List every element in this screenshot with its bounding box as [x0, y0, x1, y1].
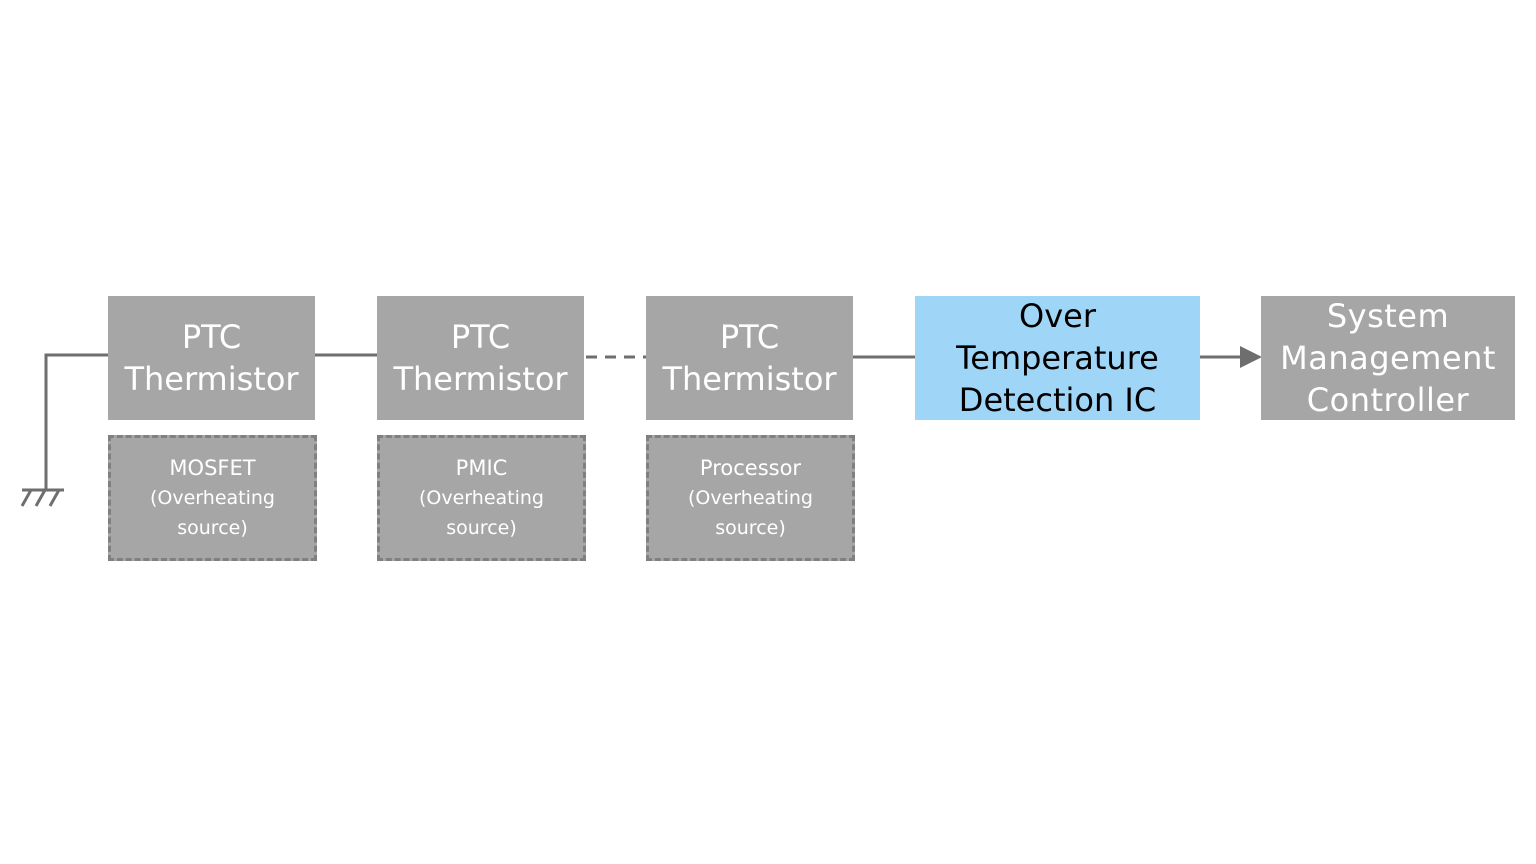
- source-detail-line2: source): [715, 517, 786, 539]
- block-label-line1: System: [1326, 297, 1450, 335]
- source-detail-line1: (Overheating: [419, 487, 544, 509]
- arrow-head-icon: [1240, 346, 1262, 368]
- overheating-source-processor: Processor (Overheating source): [646, 435, 855, 561]
- ground-icon: [20, 488, 64, 507]
- block-label-line1: PTC: [450, 318, 511, 356]
- source-detail-line1: (Overheating: [150, 487, 275, 509]
- block-label-line2: Temperature: [956, 339, 1159, 377]
- over-temperature-detection-ic-block: Over Temperature Detection IC: [915, 296, 1200, 420]
- ptc-thermistor-block-1: PTC Thermistor: [108, 296, 315, 420]
- ptc-thermistor-block-2: PTC Thermistor: [377, 296, 584, 420]
- block-label-line1: Over: [1019, 297, 1096, 335]
- block-label-line2: Thermistor: [124, 360, 299, 398]
- block-label-line1: PTC: [719, 318, 780, 356]
- source-detail-line1: (Overheating: [688, 487, 813, 509]
- block-label-line1: PTC: [181, 318, 242, 356]
- system-management-controller-block: System Management Controller: [1261, 296, 1515, 420]
- overheating-source-pmic: PMIC (Overheating source): [377, 435, 586, 561]
- source-detail-line2: source): [177, 517, 248, 539]
- overheating-source-mosfet: MOSFET (Overheating source): [108, 435, 317, 561]
- source-detail-line2: source): [446, 517, 517, 539]
- source-name: Processor: [699, 456, 802, 480]
- block-label-line2: Management: [1280, 339, 1496, 377]
- source-name: MOSFET: [169, 456, 256, 480]
- source-name: PMIC: [455, 456, 508, 480]
- block-label-line2: Thermistor: [662, 360, 837, 398]
- block-label-line2: Thermistor: [393, 360, 568, 398]
- block-label-line3: Controller: [1306, 381, 1470, 419]
- block-label-line3: Detection IC: [958, 381, 1157, 419]
- ptc-thermistor-block-3: PTC Thermistor: [646, 296, 853, 420]
- ground-wire: [44, 353, 108, 490]
